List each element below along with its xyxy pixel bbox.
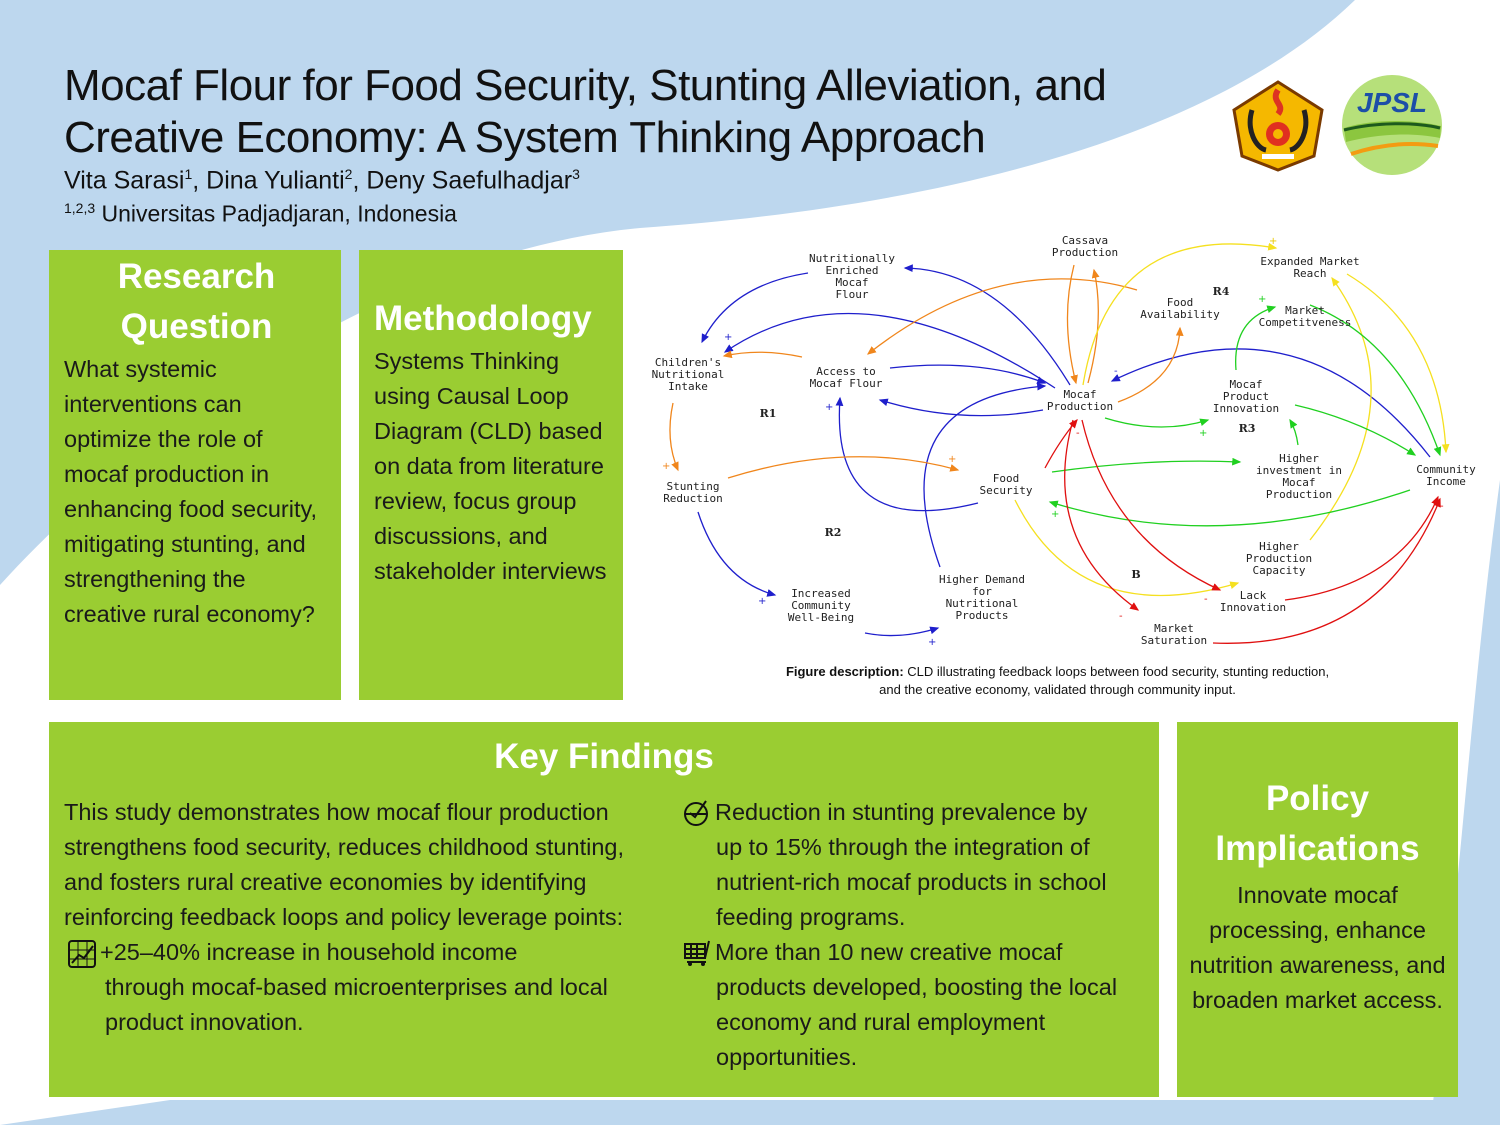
affiliation-sup: 1,2,3 xyxy=(64,200,96,216)
university-logo xyxy=(1232,80,1324,172)
polarity-minus: - xyxy=(1204,594,1208,605)
polarity-minus: - xyxy=(1119,611,1123,622)
finding-item: +25–40% increase in household income xyxy=(64,935,644,970)
checkmark-icon xyxy=(679,795,715,830)
author-name: Deny Saefulhadjar xyxy=(366,166,573,195)
author-sep: , xyxy=(352,166,367,195)
author-list: Vita Sarasi1, Dina Yulianti2, Deny Saefu… xyxy=(64,166,580,195)
logos: JPSL xyxy=(1232,75,1442,175)
finding-first-line: Reduction in stunting prevalence by xyxy=(715,799,1088,825)
chart-icon xyxy=(64,935,100,970)
title-line-1: Mocaf Flour for Food Security, Stunting … xyxy=(64,61,1107,110)
figure-caption: Figure description: CLD illustrating fee… xyxy=(640,663,1475,699)
research-question-title: Research Question xyxy=(117,257,276,346)
yellow-links xyxy=(1014,242,1450,596)
polarity-plus: + xyxy=(1269,236,1277,247)
finding-item: Reduction in stunting prevalence by xyxy=(679,795,1149,830)
polarity-plus: + xyxy=(724,332,732,343)
key-findings-intro: This study demonstrates how mocaf flour … xyxy=(64,799,624,930)
polarity-plus: + xyxy=(662,461,670,472)
polarity-minus: - xyxy=(1114,366,1118,377)
svg-text:JPSL: JPSL xyxy=(1357,87,1427,118)
polarity-plus: + xyxy=(758,596,766,607)
finding-item: More than 10 new creative mocaf xyxy=(679,935,1149,970)
finding-rest: through mocaf-based microenterprises and… xyxy=(105,974,608,1035)
finding-first-line: +25–40% increase in household income xyxy=(100,939,518,965)
polarity-plus: + xyxy=(948,454,956,465)
author-sep: , xyxy=(192,166,207,195)
loop-r4: R4 xyxy=(1213,285,1230,298)
research-question-panel: Research Question What systemic interven… xyxy=(49,250,341,700)
polarity-plus: + xyxy=(928,637,936,648)
title-line-2: Creative Economy: A System Thinking Appr… xyxy=(64,113,986,162)
methodology-text: Systems Thinking using Causal Loop Diagr… xyxy=(374,348,607,584)
finding-first-line: More than 10 new creative mocaf xyxy=(715,939,1063,965)
poster-title: Mocaf Flour for Food Security, Stunting … xyxy=(64,60,1184,164)
jpsl-logo: JPSL xyxy=(1342,75,1442,175)
affiliation: 1,2,3 Universitas Padjadjaran, Indonesia xyxy=(64,200,457,228)
cart-icon xyxy=(679,935,715,970)
polarity-signs: + + + + + + + + + + - - - - - xyxy=(662,236,1444,648)
author-sup: 1 xyxy=(184,166,193,182)
author-name: Vita Sarasi xyxy=(64,166,185,195)
key-findings-left-column: This study demonstrates how mocaf flour … xyxy=(64,795,644,1040)
polarity-plus: + xyxy=(1199,428,1207,439)
polarity-plus: + xyxy=(1258,294,1266,305)
loop-r3: R3 xyxy=(1239,422,1256,435)
polarity-plus: + xyxy=(825,402,833,413)
methodology-panel: Methodology Systems Thinking using Causa… xyxy=(359,250,623,700)
loop-r2: R2 xyxy=(825,526,842,539)
policy-implications-panel: Policy Implications Innovate mocaf proce… xyxy=(1177,722,1458,1097)
caption-text: CLD illustrating feedback loops between … xyxy=(903,664,1330,679)
methodology-title: Methodology xyxy=(374,299,592,338)
key-findings-right-column: Reduction in stunting prevalence by up t… xyxy=(679,795,1149,1075)
causal-loop-diagram: + + + + + + + + + + - - - - - R1 R2 R3 R… xyxy=(652,234,1477,648)
key-findings-title: Key Findings xyxy=(494,737,714,776)
orange-links xyxy=(669,264,1184,479)
key-findings-panel: Key Findings This study demonstrates how… xyxy=(49,722,1159,1097)
author-name: Dina Yulianti xyxy=(206,166,345,195)
research-question-text: What systemic interventions can optimize… xyxy=(64,356,318,627)
loop-b: B xyxy=(1131,568,1140,581)
polarity-minus: - xyxy=(1076,428,1080,439)
affiliation-text: Universitas Padjadjaran, Indonesia xyxy=(95,200,457,227)
finding-rest: up to 15% through the integration of nut… xyxy=(716,834,1107,930)
finding-rest: products developed, boosting the local e… xyxy=(716,974,1118,1070)
green-links xyxy=(1048,304,1442,527)
loop-labels: R1 R2 R3 R4 B xyxy=(760,285,1256,581)
red-links xyxy=(1044,419,1441,644)
policy-text: Innovate mocaf processing, enhance nutri… xyxy=(1189,882,1446,1013)
loop-r1: R1 xyxy=(760,407,777,420)
author-sup: 3 xyxy=(572,166,580,182)
blue-links xyxy=(697,264,1431,637)
policy-title: Policy Implications xyxy=(1215,779,1420,868)
author-sup: 2 xyxy=(344,166,353,182)
polarity-plus: + xyxy=(1051,509,1059,520)
caption-label: Figure description: xyxy=(785,664,904,679)
caption-text-2: and the creative economy, validated thro… xyxy=(879,682,1236,697)
polarity-minus: - xyxy=(1440,501,1444,512)
